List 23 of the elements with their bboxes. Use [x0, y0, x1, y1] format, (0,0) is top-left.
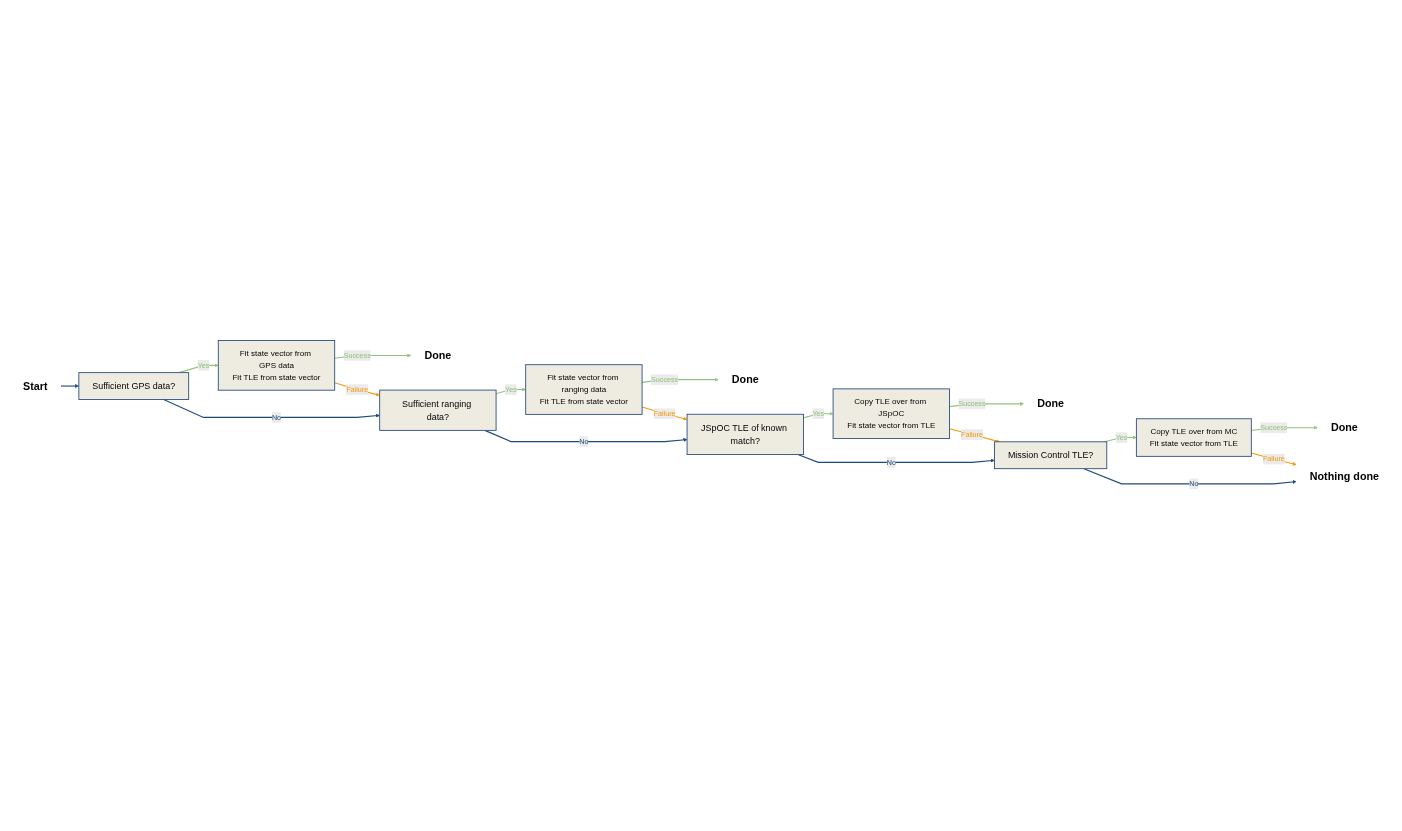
node-box: Sufficient ranging data?	[379, 389, 497, 431]
node-box: Copy TLE over from MC Fit state vector from TLE	[1135, 417, 1252, 457]
arrow	[1083, 467, 1297, 484]
arrow	[334, 381, 380, 396]
node-text: Done	[424, 348, 452, 361]
node-box: JSpOC TLE of known match?	[686, 413, 804, 455]
node-box: Sufficient GPS data?	[78, 371, 190, 400]
node-text: Done	[1037, 397, 1065, 410]
arrow	[484, 429, 688, 442]
arrow	[948, 427, 1000, 443]
node-text: Done	[731, 372, 759, 385]
arrow	[60, 383, 79, 388]
node-text: Done	[1330, 420, 1358, 434]
node-text: Nothing done	[1309, 469, 1379, 483]
node-box: Copy TLE over from JSpOC Fit state vector from TLE	[832, 387, 950, 439]
arrow	[1250, 451, 1297, 466]
node-box: Fit state vector from ranging data Fit TLE from state vector	[525, 363, 643, 415]
node-text: Start	[23, 379, 48, 392]
arrow	[641, 405, 688, 420]
arrow	[163, 398, 380, 418]
arrow	[797, 453, 995, 463]
node-box: Fit state vector from GPS data Fit TLE from state vector	[217, 339, 336, 391]
node-box: Mission Control TLE?	[994, 440, 1108, 469]
